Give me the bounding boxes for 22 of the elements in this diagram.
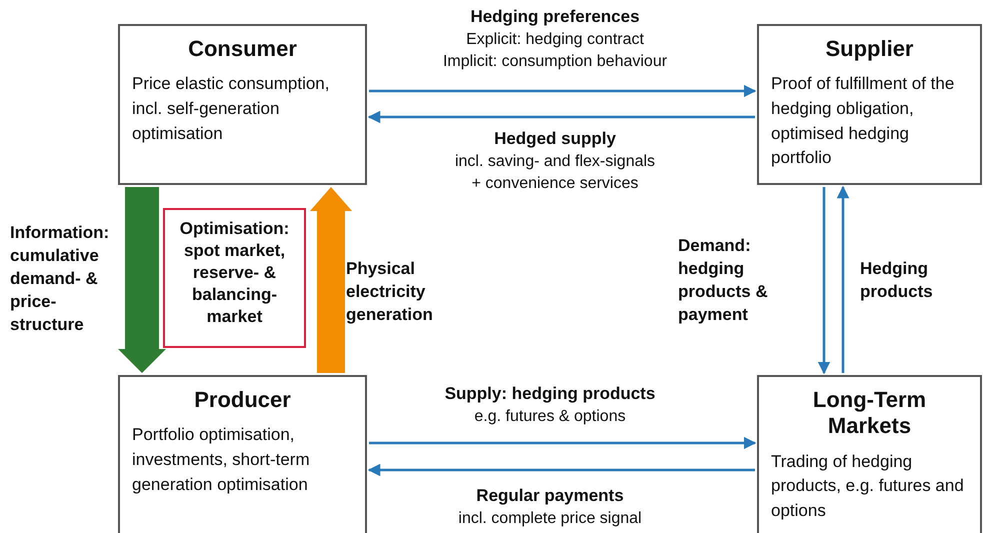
actor-box	[118, 375, 367, 533]
box-description: Trading of hedging products, e.g. futures and options	[771, 450, 965, 522]
arrow	[368, 110, 755, 124]
box-title: Producer	[193, 387, 292, 414]
highlight-box	[163, 208, 306, 348]
actor-box	[757, 24, 982, 185]
actor-box	[757, 375, 982, 533]
box-title: Long-Term Markets	[812, 387, 928, 440]
actor-box	[118, 24, 367, 185]
arrow	[369, 436, 756, 450]
block-arrow	[118, 187, 166, 373]
block-arrow	[310, 187, 352, 373]
box-description: Price elastic consumption, incl. self-generation optimisation	[132, 73, 330, 145]
arrow	[368, 464, 755, 476]
box-description: Proof of fulfillment of the hedging obligation, optimised hedging portfolio	[771, 73, 956, 170]
arrow	[369, 84, 756, 98]
box-title: Supplier	[824, 36, 914, 62]
arrow	[836, 186, 850, 373]
box-description: Portfolio optimisation, investments, short-term generation optimisation	[132, 424, 311, 496]
box-text: Optimisation: spot market, reserve- & balancing-market	[178, 218, 290, 328]
arrow	[818, 187, 830, 374]
box-title: Consumer	[187, 36, 298, 62]
